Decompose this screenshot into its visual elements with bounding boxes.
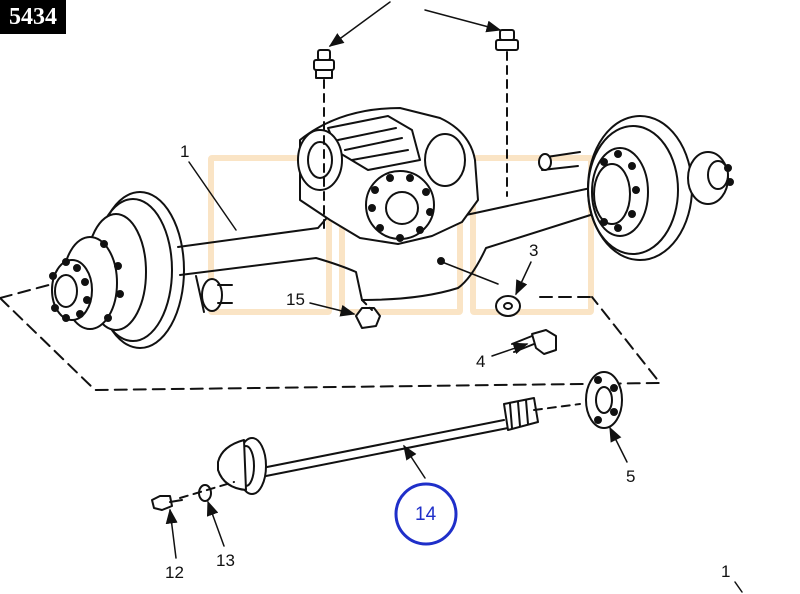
leader-lines: [165, 1, 743, 593]
highlight-circle: [394, 482, 458, 546]
watermark-box-right: [470, 155, 594, 315]
callout-4: 4: [476, 352, 486, 371]
differential-carrier: [297, 107, 499, 285]
part-number-badge: 5434: [0, 0, 66, 34]
breather-studs: [313, 29, 519, 233]
callout-15: 15: [286, 290, 305, 309]
small-bolt: [151, 495, 173, 511]
callout-5: 5: [626, 467, 636, 486]
right-wheel-hub: [538, 115, 734, 261]
axle-housing-tube: [177, 185, 601, 313]
lock-washer: [198, 484, 212, 502]
callout-1-bottom: 1: [721, 562, 731, 581]
washer: [495, 295, 521, 317]
callout-13: 13: [216, 551, 235, 570]
drain-plug: [355, 307, 381, 329]
bolt: [511, 329, 557, 355]
watermark-box-left: [208, 155, 332, 315]
callout-12: 12: [165, 563, 184, 582]
axle-shaft: [179, 397, 581, 499]
phantom-boundary: [0, 281, 661, 391]
gasket: [585, 371, 623, 429]
callout-1-top: 1: [180, 142, 190, 161]
callout-14: 14: [415, 504, 437, 525]
left-wheel-hub: [49, 191, 185, 349]
callout-3: 3: [529, 241, 539, 260]
